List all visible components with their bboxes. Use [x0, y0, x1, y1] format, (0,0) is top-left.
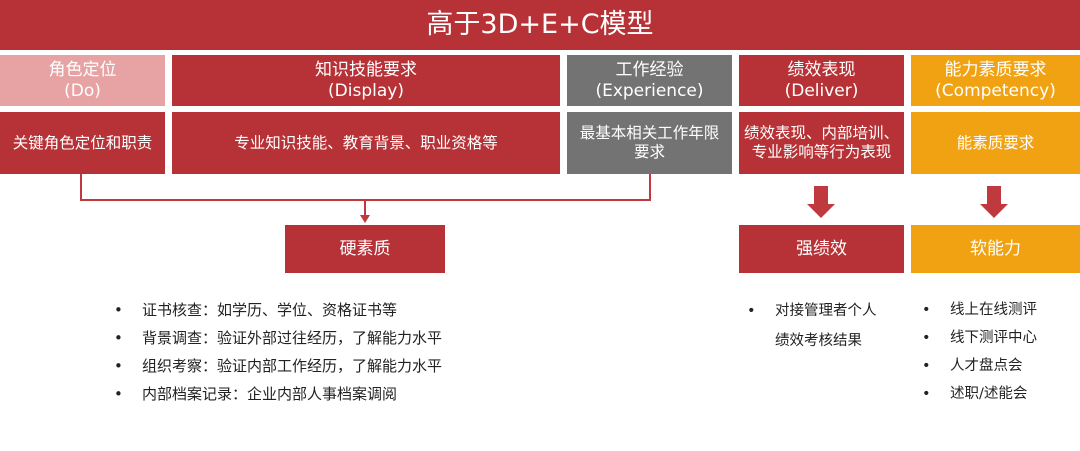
list-item: • 背景调查：验证外部过往经历，了解能力水平 [112, 324, 442, 352]
result-hard-quality: 硬素质 [285, 225, 445, 273]
bullet-marker: • [114, 357, 123, 375]
cell-experience-text: 最基本相关工作年限 要求 [579, 124, 720, 161]
list-item: • 线上在线测评 [920, 296, 1037, 324]
header-role-line2: (Do) [64, 80, 101, 101]
list-item-text: 线上在线测评 [950, 302, 1037, 318]
list-item-text: 背景调查：验证外部过往经历，了解能力水平 [142, 329, 443, 347]
header-competency: 能力素质要求 (Competency) [911, 55, 1080, 106]
header-role: 角色定位 (Do) [0, 55, 165, 106]
bullet-marker: • [922, 386, 931, 402]
list-item-text: 对接管理者个人 [775, 303, 877, 319]
bullet-marker: • [922, 358, 931, 374]
list-item: • 证书核查：如学历、学位、资格证书等 [112, 296, 442, 324]
header-deliver-line1: 绩效表现 [787, 59, 856, 80]
list-item-text: 证书核查：如学历、学位、资格证书等 [142, 301, 398, 319]
header-knowledge-line2: (Display) [328, 80, 404, 101]
result-soft-ability: 软能力 [911, 225, 1080, 273]
connector-center-stem [364, 199, 366, 216]
arrow-competency-stem [987, 186, 1001, 205]
header-deliver: 绩效表现 (Deliver) [739, 55, 904, 106]
header-deliver-line2: (Deliver) [784, 80, 859, 101]
list-item-text: 绩效考核结果 [775, 333, 862, 349]
cell-competency: 能素质要求 [911, 112, 1080, 174]
soft-ability-list: • 线上在线测评 • 线下测评中心 • 人才盘点会 • 述职/述能会 [920, 296, 1037, 408]
cell-experience: 最基本相关工作年限 要求 [567, 112, 732, 174]
diagram-title: 高于3D+E+C模型 [0, 0, 1080, 50]
performance-list: • 对接管理者个人 绩效考核结果 [745, 296, 877, 356]
bullet-marker: • [114, 301, 123, 319]
cell-deliver: 绩效表现、内部培训、专业影响等行为表现 [739, 112, 904, 174]
list-item: • 对接管理者个人 [745, 296, 877, 326]
cell-role: 关键角色定位和职责 [0, 112, 165, 174]
header-role-line1: 角色定位 [48, 59, 117, 80]
list-item-continuation: 绩效考核结果 [745, 326, 877, 356]
cell-competency-text: 能素质要求 [956, 133, 1035, 152]
list-item-text: 内部档案记录：企业内部人事档案调阅 [142, 385, 398, 403]
cell-role-text: 关键角色定位和职责 [12, 133, 153, 152]
list-item-text: 人才盘点会 [950, 358, 1023, 374]
cell-knowledge-text: 专业知识技能、教育背景、职业资格等 [234, 133, 498, 152]
bullet-marker: • [922, 302, 931, 318]
result-strong-performance-text: 强绩效 [796, 238, 847, 259]
arrow-deliver-head [807, 204, 835, 218]
result-soft-ability-text: 软能力 [970, 238, 1021, 259]
cell-knowledge: 专业知识技能、教育背景、职业资格等 [172, 112, 560, 174]
bullet-marker: • [114, 385, 123, 403]
hard-quality-list: • 证书核查：如学历、学位、资格证书等 • 背景调查：验证外部过往经历，了解能力水平… [112, 296, 442, 408]
result-hard-quality-text: 硬素质 [339, 238, 391, 259]
list-item: • 述职/述能会 [920, 380, 1037, 408]
connector-arrow-tip [360, 215, 370, 223]
list-item: • 人才盘点会 [920, 352, 1037, 380]
header-knowledge-line1: 知识技能要求 [315, 59, 417, 80]
list-item-text: 组织考察：验证内部工作经历，了解能力水平 [142, 357, 443, 375]
result-strong-performance: 强绩效 [739, 225, 904, 273]
header-experience-line2: (Experience) [595, 80, 704, 101]
connector-right-leg [649, 174, 651, 201]
list-item: • 组织考察：验证内部工作经历，了解能力水平 [112, 352, 442, 380]
header-competency-line2: (Competency) [935, 80, 1056, 101]
bullet-marker: • [114, 329, 123, 347]
arrow-competency-head [980, 204, 1008, 218]
list-item: • 内部档案记录：企业内部人事档案调阅 [112, 380, 442, 408]
bullet-marker: • [747, 303, 756, 319]
list-item-text: 述职/述能会 [950, 386, 1028, 402]
diagram-title-text: 高于3D+E+C模型 [426, 8, 654, 40]
bullet-marker: • [922, 330, 931, 346]
cell-deliver-text: 绩效表现、内部培训、专业影响等行为表现 [744, 124, 900, 161]
header-experience: 工作经验 (Experience) [567, 55, 732, 106]
list-item-text: 线下测评中心 [950, 330, 1037, 346]
header-competency-line1: 能力素质要求 [944, 59, 1047, 80]
list-item: • 线下测评中心 [920, 324, 1037, 352]
arrow-deliver-stem [814, 186, 828, 205]
header-experience-line1: 工作经验 [615, 59, 684, 80]
connector-left-leg [80, 174, 82, 201]
header-knowledge: 知识技能要求 (Display) [172, 55, 560, 106]
